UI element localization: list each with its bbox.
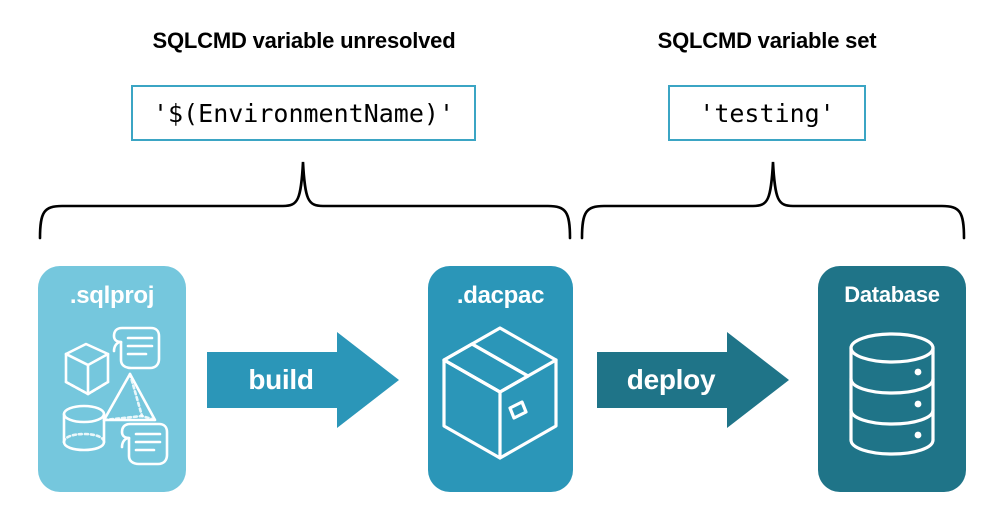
package-box-icon [442, 326, 558, 460]
arrow-deploy-label: deploy [626, 364, 716, 395]
arrow-deploy: deploy [597, 330, 789, 430]
artifact-dacpac-label: .dacpac [456, 282, 545, 309]
script-scroll-icon [120, 422, 169, 466]
database-cylinder-icon [849, 332, 935, 456]
arrow-build: build [207, 330, 399, 430]
pyramid-icon [102, 372, 157, 422]
left-brace-icon [38, 161, 572, 240]
cube-icon [64, 342, 110, 396]
artifact-dacpac[interactable]: .dacpac [428, 266, 573, 492]
artifact-sqlproj-art [38, 316, 186, 480]
right-brace-icon [580, 161, 966, 240]
heading-sqlcmd-variable-unresolved: SQLCMD variable unresolved [152, 28, 456, 53]
cylinder-icon [62, 404, 106, 452]
artifact-database-art [818, 316, 966, 480]
code-box-environment-name: '$(EnvironmentName)' [131, 85, 476, 141]
code-box-testing: 'testing' [668, 85, 866, 141]
build-arrow-icon [207, 332, 399, 428]
artifact-sqlproj-label: .sqlproj [69, 282, 155, 309]
artifact-dacpac-art [428, 316, 573, 480]
heading-sqlcmd-variable-set: SQLCMD variable set [657, 28, 877, 53]
arrow-build-label: build [248, 364, 314, 395]
artifact-database-label: Database [844, 282, 940, 307]
script-scroll-icon [112, 326, 161, 370]
artifact-database[interactable]: Database [818, 266, 966, 492]
artifact-sqlproj[interactable]: .sqlproj [38, 266, 186, 492]
brace-connectors [38, 161, 966, 240]
deploy-arrow-icon [597, 332, 789, 428]
